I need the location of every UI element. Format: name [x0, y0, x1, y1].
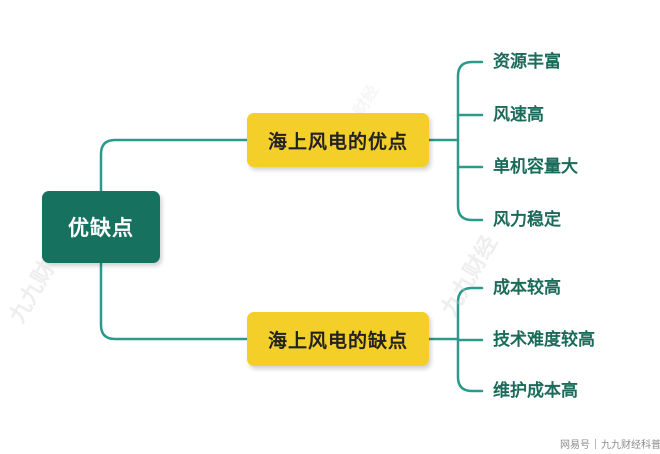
footer-platform: 网易号: [560, 440, 590, 451]
branch-node-pros: 海上风电的优点: [247, 113, 429, 167]
connector-root-cons: [99, 261, 249, 341]
footer-watermark: 网易号 九九财经科普: [560, 436, 660, 451]
leaf-node-cons-1: 成本较高: [493, 278, 561, 298]
footer-divider: [595, 438, 596, 449]
footer-account: 九九财经科普: [601, 440, 660, 451]
connector-pros-spine: [456, 60, 484, 222]
root-node: 优缺点: [42, 191, 160, 263]
leaf-node-cons-3: 维护成本高: [493, 381, 578, 401]
leaf-node-cons-2: 技术难度较高: [493, 330, 595, 350]
leaf-node-pros-3: 单机容量大: [493, 157, 578, 177]
leaf-node-pros-4: 风力稳定: [493, 210, 561, 230]
connector-root-pros: [99, 138, 249, 193]
leaf-node-pros-1: 资源丰富: [493, 52, 561, 72]
leaf-node-pros-2: 风速高: [493, 105, 544, 125]
connector-cons-spine: [456, 286, 484, 393]
branch-node-cons: 海上风电的缺点: [247, 312, 429, 366]
